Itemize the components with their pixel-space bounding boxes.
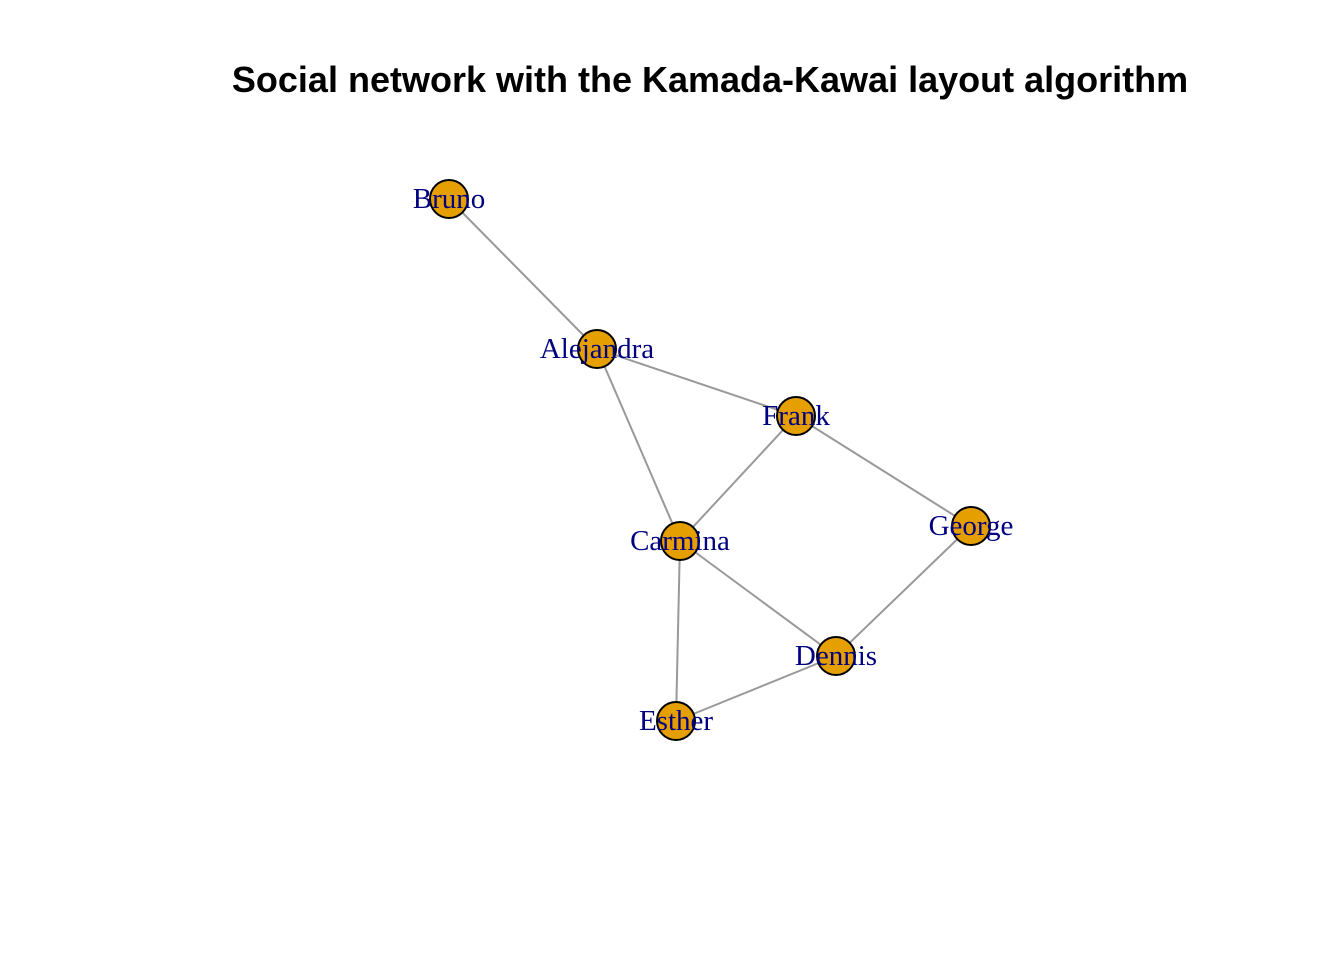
node-circle-bruno — [429, 179, 469, 219]
edge-alejandra-frank — [596, 348, 797, 417]
node-bruno: Bruno — [413, 179, 486, 219]
node-circle-frank — [776, 396, 816, 436]
node-carmina: Carmina — [630, 521, 730, 561]
node-circle-carmina — [660, 521, 700, 561]
node-frank: Frank — [762, 396, 830, 436]
node-label-bruno: Bruno — [413, 183, 486, 215]
node-label-esther: Esther — [639, 705, 713, 737]
edge-alejandra-carmina — [596, 348, 681, 542]
node-circle-esther — [656, 701, 696, 741]
edge-frank-carmina — [679, 415, 797, 542]
node-label-frank: Frank — [762, 400, 830, 432]
edge-carmina-dennis — [679, 540, 837, 657]
edge-frank-george — [795, 415, 972, 527]
edge-george-dennis — [835, 525, 972, 657]
node-dennis: Dennis — [795, 636, 877, 676]
node-circle-dennis — [816, 636, 856, 676]
node-label-dennis: Dennis — [795, 640, 877, 672]
node-label-alejandra: Alejandra — [540, 333, 654, 365]
plot-title: Social network with the Kamada-Kawai lay… — [232, 59, 1188, 100]
edge-carmina-esther — [675, 540, 681, 722]
node-label-carmina: Carmina — [630, 525, 730, 557]
edge-dennis-esther — [675, 655, 837, 722]
node-label-george: George — [929, 510, 1014, 542]
node-circle-george — [951, 506, 991, 546]
node-esther: Esther — [639, 701, 713, 741]
edge-bruno-alejandra — [448, 198, 598, 350]
node-alejandra: Alejandra — [540, 329, 654, 369]
node-george: George — [929, 506, 1014, 546]
edges-layer — [448, 198, 972, 722]
node-circle-alejandra — [577, 329, 617, 369]
